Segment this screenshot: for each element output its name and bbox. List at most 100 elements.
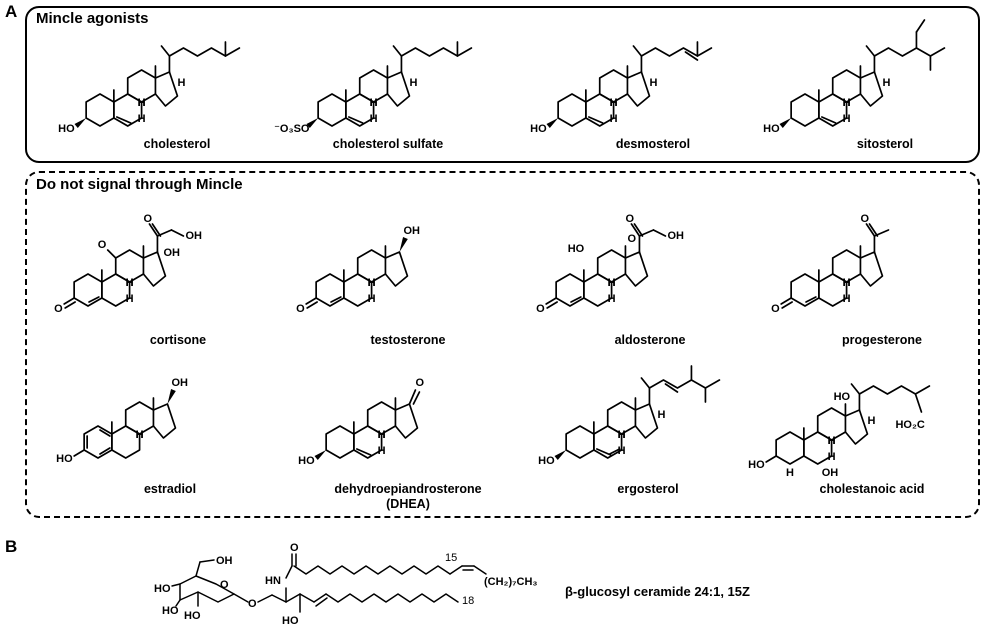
name-progesterone: progesterone — [842, 333, 922, 347]
gc-ho-3: HO — [162, 605, 179, 617]
oxo-3: O — [771, 303, 780, 315]
h-9: H — [843, 293, 851, 305]
h-8: H — [828, 435, 836, 447]
h-14: H — [843, 277, 851, 289]
oh-17: OH — [171, 377, 188, 389]
gc-ho-sphingo: HO — [282, 615, 299, 627]
oxo-3: O — [536, 303, 545, 315]
ho-3: HO — [748, 459, 765, 471]
oh-17: OH — [403, 225, 420, 237]
oxo-11: O — [98, 239, 107, 251]
h-9: H — [368, 293, 376, 305]
h-8: H — [370, 97, 378, 109]
oxo-3: O — [296, 303, 305, 315]
oh-21: OH — [185, 230, 202, 242]
h-9: H — [618, 445, 626, 457]
ho-3: HO — [538, 455, 555, 467]
ho-11: HO — [568, 243, 585, 255]
h-9: H — [370, 113, 378, 125]
ho-12: HO — [834, 391, 851, 403]
compound-label-glucosyl-ceramide: β-glucosyl ceramide 24:1, 15Z — [565, 584, 750, 599]
h-14: H — [608, 277, 616, 289]
h-14: H — [378, 429, 386, 441]
h-14: H — [126, 277, 134, 289]
h-14: H — [618, 429, 626, 441]
gc-chain-end: (CH₂)₇CH₃ — [484, 576, 537, 588]
oh-7: OH — [822, 467, 839, 479]
h-8: H — [368, 277, 376, 289]
h-8: H — [618, 429, 626, 441]
h-9: H — [378, 445, 386, 457]
gc-amide-o: O — [290, 542, 299, 554]
oxo-17: O — [415, 377, 424, 389]
gc-ring-o: O — [220, 579, 229, 591]
h-14: H — [843, 97, 851, 109]
name-cholesterol: cholesterol — [143, 137, 211, 151]
gc-ho-2: HO — [184, 610, 201, 622]
h-9: H — [608, 293, 616, 305]
h-17: H — [867, 415, 875, 427]
h-8: H — [378, 429, 386, 441]
h-17: H — [649, 77, 657, 89]
h-8: H — [126, 277, 134, 289]
h-8: H — [843, 277, 851, 289]
name-cholesterol-sulfate: cholesterol sulfate — [332, 137, 444, 151]
h-9: H — [610, 113, 618, 125]
name-aldosterone: aldosterone — [614, 333, 686, 347]
h-17: H — [177, 77, 185, 89]
oxo-20: O — [143, 213, 152, 225]
name-testosterone: testosterone — [370, 333, 446, 347]
h-5: H — [786, 467, 794, 479]
h-9: H — [828, 451, 836, 463]
oh-21: OH — [667, 230, 684, 242]
h-14: H — [138, 97, 146, 109]
oxo-3: O — [54, 303, 63, 315]
sulfate-3: ⁻O₃SO — [274, 123, 310, 135]
gc-locant-18: 18 — [462, 595, 474, 607]
non-signaling-box — [25, 171, 980, 518]
name-desmosterol: desmosterol — [615, 137, 691, 151]
h-17: H — [409, 77, 417, 89]
name-dhea-abbrev: (DHEA) — [386, 497, 430, 511]
h-8: H — [138, 97, 146, 109]
name-estradiol: estradiol — [143, 482, 197, 496]
mincle-agonists-box — [25, 6, 980, 163]
gc-glycosidic-o: O — [248, 598, 257, 610]
oxo-20: O — [625, 213, 634, 225]
oxo-18: O — [627, 233, 636, 245]
name-ergosterol: ergosterol — [617, 482, 679, 496]
gc-locant-15: 15 — [445, 552, 457, 564]
name-sitosterol: sitosterol — [856, 137, 914, 151]
h-14: H — [368, 277, 376, 289]
oh-17: OH — [163, 247, 180, 259]
panel-b-letter: B — [5, 537, 18, 556]
non-signaling-title: Do not signal through Mincle — [36, 176, 243, 193]
gc-amide-n: HN — [265, 575, 281, 587]
mincle-agonists-title: Mincle agonists — [36, 10, 149, 27]
ho-3: HO — [530, 123, 547, 135]
h-8: H — [610, 97, 618, 109]
ho-3: HO — [56, 453, 73, 465]
h-14: H — [136, 429, 144, 441]
ho-3: HO — [58, 123, 75, 135]
h-14: H — [370, 97, 378, 109]
panel-a-letter: A — [5, 2, 18, 21]
